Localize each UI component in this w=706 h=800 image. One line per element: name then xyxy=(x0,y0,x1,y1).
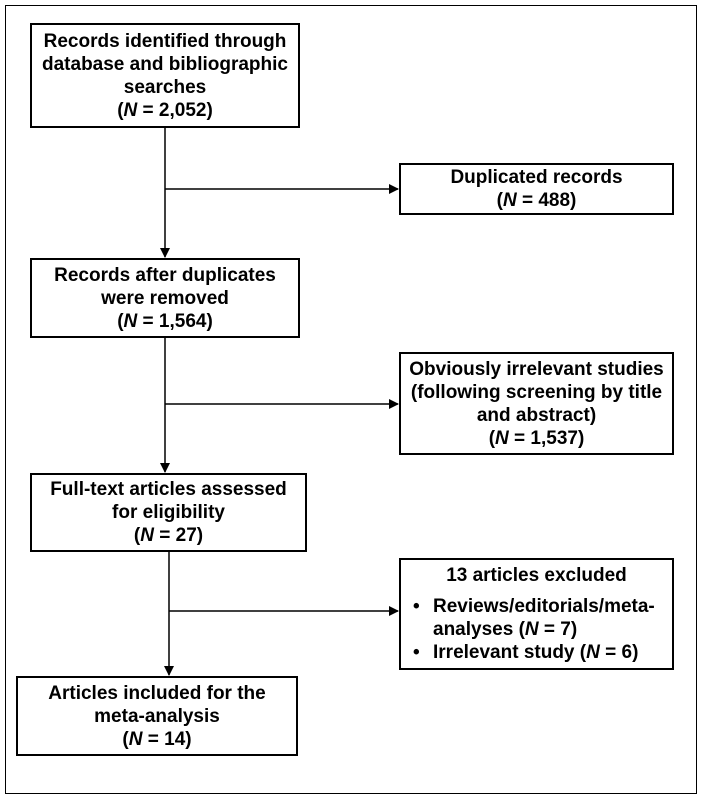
box-line: meta-analysis xyxy=(94,705,220,727)
box-line: Full-text articles assessed xyxy=(50,479,287,500)
duplicated-records-box: Duplicated records (N = 488) xyxy=(399,163,674,215)
irrelevant-studies-box: Obviously irrelevant studies (following … xyxy=(399,352,674,455)
box-line: Obviously irrelevant studies xyxy=(409,358,664,380)
box-line: searches xyxy=(123,76,207,98)
box-line: Articles included for the xyxy=(48,682,266,704)
bullet-icon: • xyxy=(413,596,420,617)
list-item: • Reviews/editorials/meta- analyses (N =… xyxy=(413,595,655,641)
list-item-text: Reviews/editorials/meta- analyses (N = 7… xyxy=(433,596,655,640)
count-label: (N = 488) xyxy=(496,190,577,211)
box-line: Records identified through xyxy=(43,30,287,52)
exclusion-reasons-list: • Reviews/editorials/meta- analyses (N =… xyxy=(401,595,655,664)
excluded-title: 13 articles excluded xyxy=(446,565,627,586)
box-line: database and bibliographic xyxy=(42,53,288,75)
list-item-text: Irrelevant study (N = 6) xyxy=(433,642,639,663)
records-after-duplicates-box: Records after duplicates were removed (N… xyxy=(30,258,300,338)
box-line: for eligibility xyxy=(112,502,225,523)
bullet-icon: • xyxy=(413,642,420,663)
articles-excluded-box: 13 articles excluded • Reviews/editorial… xyxy=(399,558,674,670)
count-label: (N = 1,537) xyxy=(488,427,585,449)
articles-included-box: Articles included for the meta-analysis … xyxy=(16,676,298,756)
count-label: (N = 2,052) xyxy=(117,99,213,121)
box-line: (following screening by title xyxy=(410,381,663,403)
count-label: (N = 27) xyxy=(133,525,204,546)
box-line: Records after duplicates xyxy=(54,264,276,286)
list-item: • Irrelevant study (N = 6) xyxy=(413,641,655,664)
records-identified-box: Records identified through database and … xyxy=(30,23,300,128)
box-line: Duplicated records xyxy=(450,167,623,188)
count-label: (N = 14) xyxy=(122,728,192,750)
box-line: were removed xyxy=(101,287,229,309)
box-line: and abstract) xyxy=(476,404,597,426)
full-text-articles-box: Full-text articles assessed for eligibil… xyxy=(30,473,307,552)
count-label: (N = 1,564) xyxy=(117,310,213,332)
